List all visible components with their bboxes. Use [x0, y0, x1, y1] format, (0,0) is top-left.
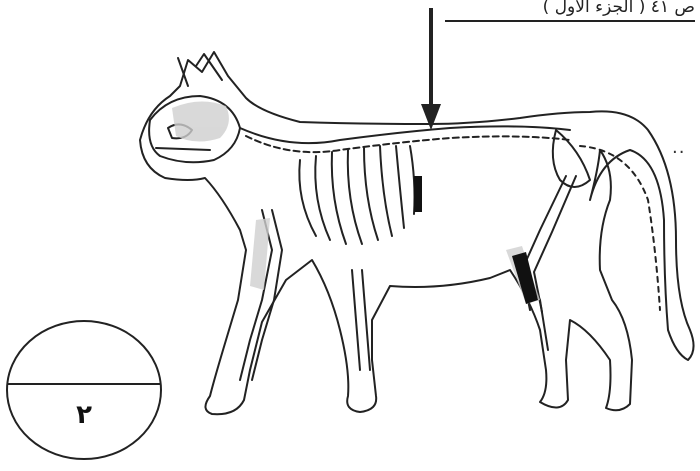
score-circle — [4, 318, 164, 462]
score-value: ٢ — [62, 400, 106, 430]
answer-dots: .. — [672, 137, 685, 158]
